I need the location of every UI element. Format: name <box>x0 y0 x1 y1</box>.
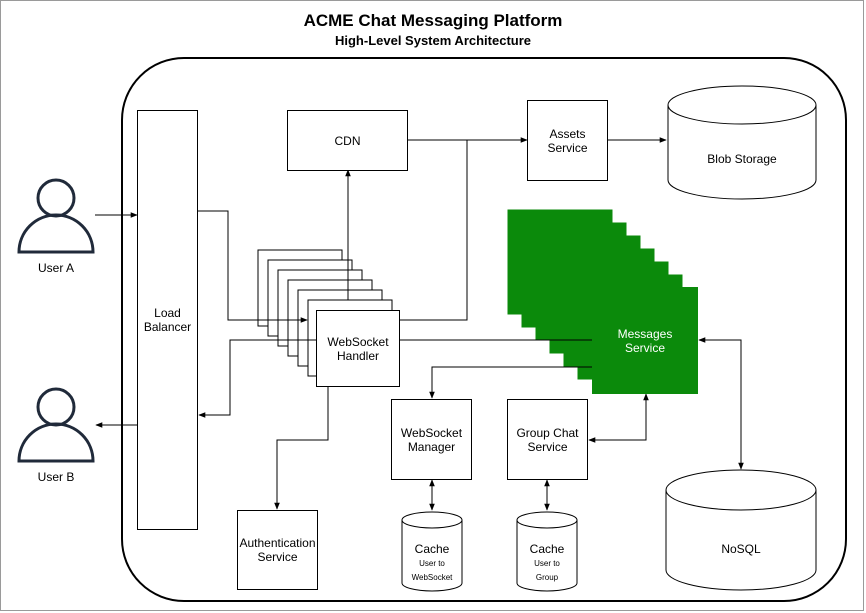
blob-storage-cylinder <box>667 85 817 200</box>
cache-ws-label: Cache <box>414 542 450 556</box>
group-chat-service-box: Group Chat Service <box>507 399 588 480</box>
cache-group-sublabel: User to Group <box>534 559 560 582</box>
nosql-label: NoSQL <box>721 542 761 556</box>
nosql-cylinder <box>665 469 817 591</box>
connectors <box>95 137 744 511</box>
cache-group-cylinder <box>516 511 578 592</box>
diagram-subtitle: High-Level System Architecture <box>334 33 532 48</box>
cdn-box: CDN <box>287 110 408 171</box>
websocket-handler-box: WebSocket Handler <box>316 310 400 387</box>
assets-service-label: Assets Service <box>547 126 588 155</box>
websocket-handler-label: WebSocket Handler <box>327 334 389 363</box>
cdn-label: CDN <box>334 133 361 148</box>
assets-service-box: Assets Service <box>527 100 608 181</box>
user-b-label: User B <box>37 470 75 484</box>
user-b-person-icon <box>17 387 95 463</box>
cache-ws-cylinder <box>401 511 463 592</box>
cache-group-label: Cache <box>529 542 565 556</box>
user-a-label: User A <box>37 261 74 275</box>
diagram-title: ACME Chat Messaging Platform <box>303 11 563 30</box>
system-boundary <box>121 57 847 602</box>
authentication-service-label: Authentication Service <box>239 536 316 564</box>
blob-storage-label: Blob Storage <box>707 152 777 166</box>
user-a-person-icon <box>17 178 95 254</box>
load-balancer-label: Load Balancer <box>143 306 192 334</box>
cache-ws-sublabel: User to WebSocket <box>411 559 453 582</box>
load-balancer-box: Load Balancer <box>137 110 198 530</box>
websocket-manager-box: WebSocket Manager <box>391 399 472 480</box>
authentication-service-box: Authentication Service <box>237 510 318 590</box>
messages-service-label: Messages Service <box>617 326 673 355</box>
messages-service-box: Messages Service <box>592 287 698 394</box>
group-chat-service-label: Group Chat Service <box>516 425 579 454</box>
websocket-manager-label: WebSocket Manager <box>400 425 463 454</box>
